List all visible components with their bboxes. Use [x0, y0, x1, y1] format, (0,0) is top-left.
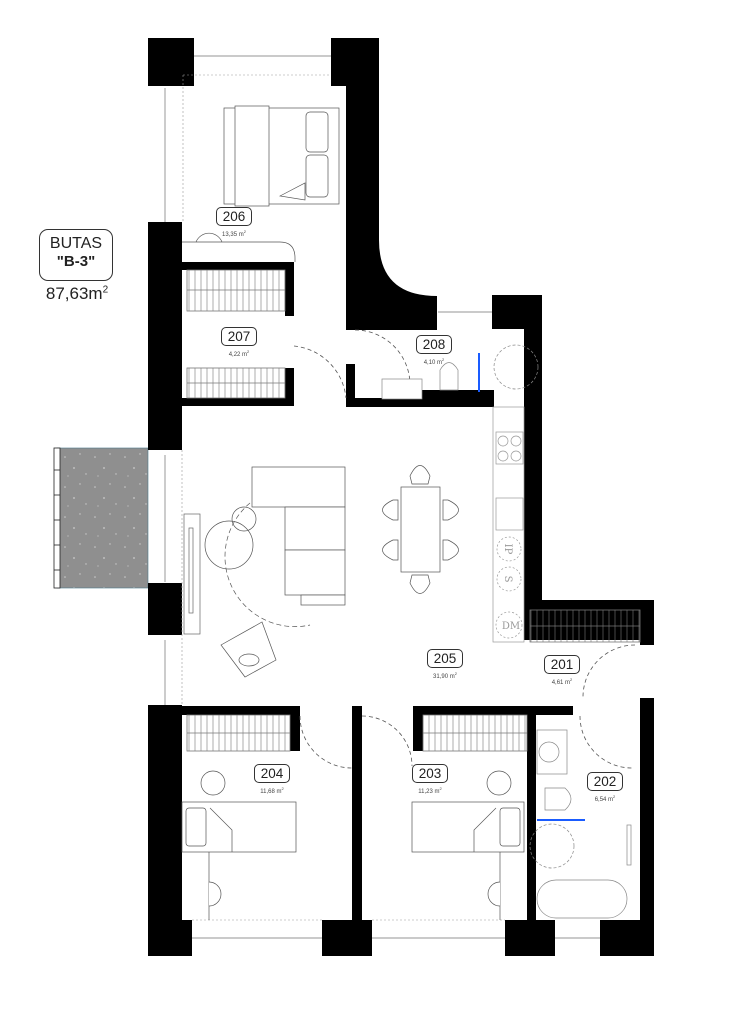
- single-bed-204: [181, 770, 297, 920]
- apartment-badge: BUTAS "B-3": [39, 229, 113, 281]
- room-area: 4,22 m2: [228, 349, 250, 358]
- room-label-202[interactable]: 202 6,54 m2: [575, 772, 635, 804]
- room-label-207[interactable]: 207 4,22 m2: [209, 327, 269, 359]
- total-area-value: 87,63: [45, 284, 89, 303]
- kitchen-appliance-labels: IP S DM: [502, 544, 520, 632]
- wc-fixtures: [381, 344, 539, 400]
- induction-label: IP: [502, 544, 513, 555]
- room-number: 208: [415, 335, 453, 354]
- door-swings: [293, 329, 636, 769]
- room-area: 4,10 m2: [423, 357, 445, 366]
- windows: [164, 55, 600, 939]
- bathroom-fixtures: [529, 729, 632, 919]
- dining-table: [382, 465, 459, 594]
- room-number: 201: [543, 655, 581, 674]
- room-number: 203: [411, 764, 449, 783]
- total-area-sup: 2: [102, 284, 109, 296]
- rug-and-coffee-table: [204, 502, 311, 627]
- sink-label: S: [502, 576, 513, 583]
- total-area-unit: m: [88, 284, 103, 303]
- room-label-205[interactable]: 205 31,90 m2: [415, 649, 475, 681]
- dishwasher-label: DM: [502, 621, 520, 632]
- wardrobes: [186, 269, 641, 752]
- apartment-title: BUTAS: [49, 235, 103, 252]
- room-label-203[interactable]: 203 11,23 m2: [400, 764, 460, 796]
- room-area: 13,35 m2: [222, 229, 246, 238]
- room-label-206[interactable]: 206 13,35 m2: [204, 207, 264, 239]
- room-number: 204: [253, 764, 291, 783]
- room-label-204[interactable]: 204 11,68 m2: [242, 764, 302, 796]
- double-bed: [223, 105, 340, 207]
- single-bed-203: [411, 770, 525, 920]
- room-number: 205: [426, 649, 464, 668]
- apartment-code: "B-3": [56, 253, 96, 270]
- room-area: 31,90 m2: [433, 671, 457, 680]
- balcony: [53, 447, 149, 589]
- curtains: [181, 74, 505, 921]
- room-area: 11,68 m2: [260, 786, 284, 795]
- room-area: 6,54 m2: [594, 794, 616, 803]
- room-area: 4,61 m2: [551, 677, 573, 686]
- tv-unit: [183, 513, 201, 635]
- room-label-208[interactable]: 208 4,10 m2: [404, 335, 464, 367]
- sofa: [251, 466, 346, 606]
- armchair: [220, 621, 277, 678]
- desk-206: [182, 232, 296, 262]
- room-label-201[interactable]: 201 4,61 m2: [532, 655, 592, 687]
- room-number: 202: [586, 772, 624, 791]
- room-number: 206: [215, 207, 253, 226]
- room-area: 11,23 m2: [418, 786, 442, 795]
- apartment-total-area: 87,63m2: [32, 284, 122, 304]
- room-number: 207: [220, 327, 258, 346]
- kitchen-counter: [492, 406, 525, 643]
